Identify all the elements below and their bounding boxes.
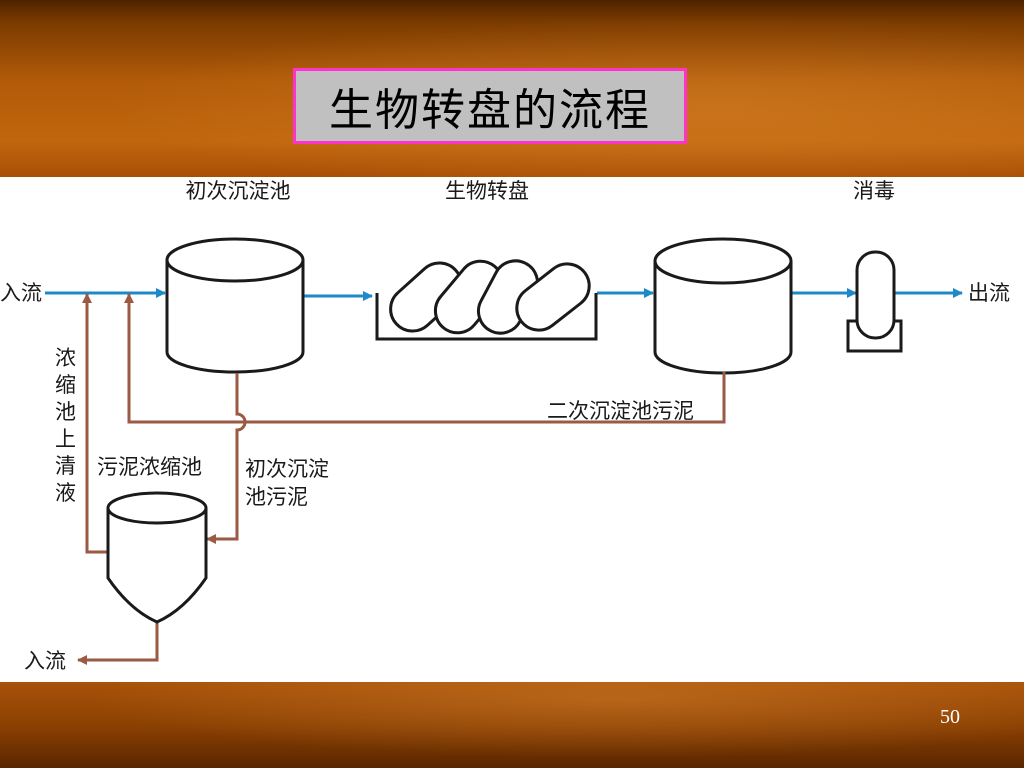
label-thickener: 污泥浓缩池 (97, 455, 202, 479)
label-inflow-bottom: 入流 (24, 649, 66, 673)
sludge-lines (77, 293, 726, 665)
supernatant-char: 清 (55, 454, 76, 478)
label-inflow-main: 入流 (0, 281, 42, 305)
label-secondary-sludge: 二次沉淀池污泥 (547, 399, 694, 423)
water-flow-lines (45, 288, 963, 301)
label-primary-sludge-line2: 池污泥 (245, 485, 308, 509)
supernatant-char: 池 (55, 400, 76, 424)
label-rotating-disc: 生物转盘 (445, 179, 529, 203)
primary-clarifier-tank (165, 237, 305, 374)
label-outflow: 出流 (968, 281, 1010, 305)
label-disinfection: 消毒 (853, 179, 895, 203)
disinfection-unit (846, 250, 903, 353)
sludge-thickener-tank (106, 491, 208, 624)
page-number: 50 (940, 706, 960, 728)
secondary-clarifier-tank (653, 237, 793, 375)
label-primary-clarifier: 初次沉淀池 (186, 179, 291, 203)
slide-title-box: 生物转盘的流程 (293, 68, 687, 144)
slide-footer-background (0, 682, 1024, 768)
label-primary-sludge-line1: 初次沉淀 (245, 457, 329, 481)
supernatant-char: 液 (55, 481, 76, 505)
supernatant-char: 上 (55, 427, 76, 451)
label-supernatant-vertical: 浓 缩 池 上 清 液 (55, 346, 76, 505)
supernatant-char: 浓 (55, 346, 76, 370)
rotating-disc-unit (375, 259, 598, 341)
slide-title: 生物转盘的流程 (329, 85, 651, 136)
supernatant-char: 缩 (55, 373, 76, 397)
